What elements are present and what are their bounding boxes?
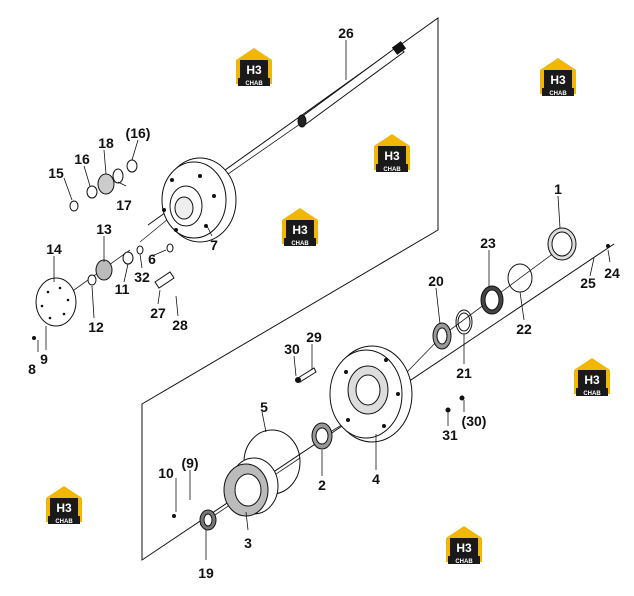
- callout-9: 9: [40, 351, 48, 367]
- callout-20: 20: [428, 273, 444, 289]
- watermark-letters: H3: [456, 541, 472, 555]
- callout-14: 14: [46, 241, 62, 257]
- callout-labels: 26 1 23 20 21 22 24 25 4 2 5 3 19 10 (9)…: [28, 25, 620, 581]
- watermark-subtext: CHAB: [549, 91, 567, 97]
- part-15-16-17-18-group: [69, 159, 138, 212]
- part-26-shaft: [297, 41, 407, 128]
- part-24-25-bolts: [606, 244, 610, 248]
- watermark-subtext: CHAB: [383, 167, 401, 173]
- part-19-seal: [199, 509, 217, 531]
- callout-29: 29: [306, 329, 322, 345]
- callout-13: 13: [96, 221, 112, 237]
- part-2-bearing: [311, 422, 333, 450]
- part-4-hub: [329, 345, 413, 443]
- callout-21: 21: [456, 365, 472, 381]
- callout-2: 2: [318, 477, 326, 493]
- center-axis-lines: [59, 123, 567, 526]
- callout-17: 17: [116, 197, 132, 213]
- part-31-bolts: [445, 395, 465, 413]
- watermark-subtext: CHAB: [245, 81, 263, 87]
- watermark-letters: H3: [246, 63, 262, 77]
- callout-25: 25: [580, 275, 596, 291]
- watermark-letters: H3: [292, 223, 308, 237]
- part-27-pin: [154, 271, 175, 289]
- callout-8: 8: [28, 361, 36, 377]
- callout-18: 18: [98, 135, 114, 151]
- callout-32: 32: [134, 269, 150, 285]
- watermark-subtext: CHAB: [291, 241, 309, 247]
- part-14-cover: [35, 277, 77, 327]
- watermark-subtext: CHAB: [455, 559, 473, 565]
- callout-28: 28: [172, 317, 188, 333]
- callout-19: 19: [198, 565, 214, 581]
- callout-3: 3: [244, 535, 252, 551]
- part-29-30-bolt: [295, 367, 317, 383]
- part-6-pin: [166, 243, 174, 253]
- callout-10: 10: [158, 465, 174, 481]
- watermark-logo: H3 CHAB: [574, 358, 610, 397]
- part-20-bearing: [432, 322, 452, 350]
- watermark-logo: H3 CHAB: [374, 134, 410, 173]
- part-23-seal: [480, 285, 504, 315]
- callout-24: 24: [604, 265, 620, 281]
- callout-6: 6: [148, 251, 156, 267]
- part-10-bolt: [172, 514, 176, 518]
- watermark-logo: H3 CHAB: [446, 526, 482, 565]
- watermark-logo: H3 CHAB: [236, 48, 272, 87]
- watermark-logo: H3 CHAB: [540, 58, 576, 97]
- watermark-letters: H3: [384, 149, 400, 163]
- callout-22: 22: [516, 321, 532, 337]
- callout-16-ref: (16): [126, 125, 151, 141]
- watermark-letters: H3: [56, 501, 72, 515]
- callout-9-ref: (9): [181, 455, 198, 471]
- callout-11: 11: [115, 281, 130, 297]
- callout-12: 12: [88, 319, 104, 335]
- part-21-ring: [455, 309, 473, 335]
- callout-4: 4: [372, 471, 380, 487]
- watermark-logo: H3 CHAB: [282, 208, 318, 247]
- leader-lines: [37, 40, 611, 560]
- part-8-bolt: [32, 336, 36, 340]
- watermark-subtext: CHAB: [583, 391, 601, 397]
- part-7-housing: [161, 157, 237, 243]
- callout-5: 5: [260, 399, 268, 415]
- watermark-letters: H3: [550, 73, 566, 87]
- watermark-letters: H3: [584, 373, 600, 387]
- part-3-ring-gear: [223, 457, 279, 517]
- watermark-logo: H3 CHAB: [46, 486, 82, 525]
- callout-15: 15: [48, 165, 64, 181]
- watermark-subtext: CHAB: [55, 519, 73, 525]
- part-1-ring: [547, 227, 577, 261]
- callout-30-ref: (30): [462, 413, 487, 429]
- callout-30: 30: [284, 341, 300, 357]
- callout-1: 1: [554, 181, 562, 197]
- callout-23: 23: [480, 235, 496, 251]
- callout-7: 7: [210, 237, 218, 253]
- callout-27: 27: [150, 305, 166, 321]
- callout-31: 31: [442, 427, 458, 443]
- callout-26: 26: [338, 25, 354, 41]
- callout-16: 16: [74, 151, 90, 167]
